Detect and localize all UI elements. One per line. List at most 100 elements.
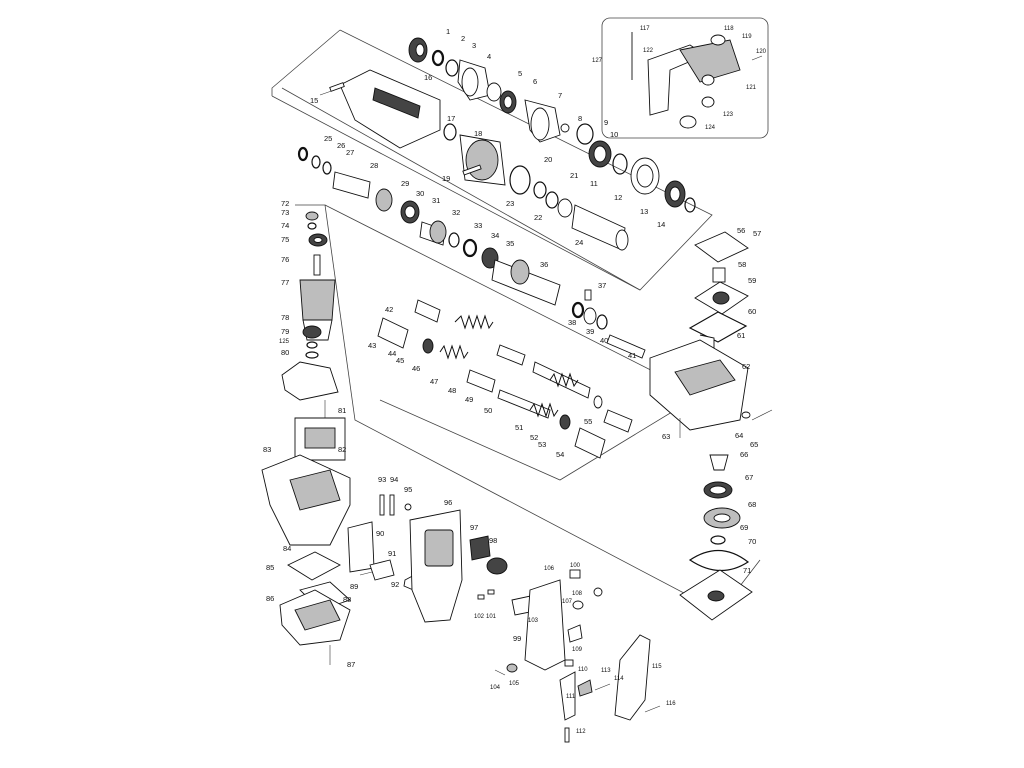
- part-label-75: 75: [281, 235, 289, 244]
- part-label-43: 43: [368, 341, 376, 350]
- part-label-60: 60: [748, 307, 756, 316]
- gear-housing-assembly: [319, 69, 629, 251]
- part-label-50: 50: [484, 406, 492, 415]
- part-label-96: 96: [444, 498, 452, 507]
- part-label-24: 24: [575, 238, 583, 247]
- part-label-103: 103: [528, 618, 539, 624]
- part-label-99: 99: [513, 634, 521, 643]
- part-label-42: 42: [385, 305, 393, 314]
- part-label-94: 94: [390, 475, 398, 484]
- part-label-51: 51: [515, 423, 523, 432]
- part-label-14: 14: [657, 220, 665, 229]
- part-label-56: 56: [737, 226, 745, 235]
- cylinder-assembly: [297, 146, 592, 306]
- motor-assembly: [281, 211, 346, 461]
- part-label-33: 33: [474, 221, 482, 230]
- part-label-76: 76: [281, 255, 289, 264]
- part-label-19: 19: [442, 174, 450, 183]
- part-label-85: 85: [266, 563, 274, 572]
- part-label-124: 124: [705, 125, 716, 131]
- part-label-7: 7: [558, 91, 562, 100]
- part-label-10: 10: [610, 130, 618, 139]
- part-label-27: 27: [346, 148, 354, 157]
- part-label-86: 86: [266, 594, 274, 603]
- part-label-44: 44: [388, 349, 396, 358]
- part-label-52: 52: [530, 433, 538, 442]
- part-label-70: 70: [748, 537, 756, 546]
- part-label-32: 32: [452, 208, 460, 217]
- part-label-71: 71: [743, 566, 751, 575]
- part-label-53: 53: [538, 440, 546, 449]
- part-label-69: 69: [740, 523, 748, 532]
- part-label-1: 1: [446, 27, 450, 36]
- part-label-95: 95: [404, 485, 412, 494]
- part-label-93: 93: [378, 475, 386, 484]
- bearing-stack: [679, 454, 753, 621]
- piston-assembly: [377, 299, 646, 459]
- part-label-65: 65: [750, 440, 758, 449]
- part-label-61: 61: [737, 331, 745, 340]
- part-label-39: 39: [586, 327, 594, 336]
- part-label-57: 57: [753, 229, 761, 238]
- part-label-66: 66: [740, 450, 748, 459]
- part-label-46: 46: [412, 364, 420, 373]
- part-label-68: 68: [748, 500, 756, 509]
- part-label-123: 123: [723, 112, 734, 118]
- part-label-22: 22: [534, 213, 542, 222]
- front-barrel-assembly: [408, 37, 696, 213]
- part-label-23: 23: [506, 199, 514, 208]
- part-label-5: 5: [518, 69, 522, 78]
- part-label-118: 118: [724, 26, 734, 32]
- part-label-91: 91: [388, 549, 396, 558]
- part-label-62: 62: [742, 362, 750, 371]
- part-label-115: 115: [652, 664, 662, 670]
- part-label-26: 26: [337, 141, 345, 150]
- part-label-74: 74: [281, 221, 289, 230]
- part-label-90: 90: [376, 529, 384, 538]
- part-label-112: 112: [576, 729, 586, 735]
- part-label-119: 119: [742, 34, 752, 40]
- part-label-12: 12: [614, 193, 622, 202]
- part-label-105: 105: [509, 681, 520, 687]
- part-label-113: 113: [601, 668, 611, 674]
- part-label-87: 87: [347, 660, 355, 669]
- part-label-40: 40: [600, 336, 608, 345]
- side-handle-assembly: [631, 32, 763, 129]
- part-label-84: 84: [283, 544, 291, 553]
- part-label-63: 63: [662, 432, 670, 441]
- part-label-121: 121: [746, 85, 757, 91]
- part-label-21: 21: [570, 171, 578, 180]
- part-label-11: 11: [590, 179, 598, 188]
- part-label-13: 13: [640, 207, 648, 216]
- part-label-28: 28: [370, 161, 378, 170]
- part-label-17: 17: [447, 114, 455, 123]
- part-label-78: 78: [281, 313, 289, 322]
- part-label-88: 88: [343, 595, 351, 604]
- part-number-labels: 1 2 3 4 5 6 7 8 9 10 11 12 13 14 15 16 1…: [263, 26, 767, 735]
- part-label-31: 31: [432, 196, 440, 205]
- part-label-111: 111: [566, 694, 576, 700]
- part-label-18: 18: [474, 129, 482, 138]
- part-label-49: 49: [465, 395, 473, 404]
- part-label-16: 16: [424, 73, 432, 82]
- part-label-125: 125: [279, 339, 290, 345]
- part-label-109: 109: [572, 647, 583, 653]
- part-label-15: 15: [310, 96, 318, 105]
- part-label-101: 101: [486, 614, 497, 620]
- part-label-127: 127: [592, 58, 603, 64]
- part-label-106: 106: [544, 566, 555, 572]
- part-label-64: 64: [735, 431, 743, 440]
- part-label-2: 2: [461, 34, 465, 43]
- part-label-100: 100: [570, 563, 581, 569]
- part-label-54: 54: [556, 450, 564, 459]
- part-label-67: 67: [745, 473, 753, 482]
- part-label-30: 30: [416, 189, 424, 198]
- part-label-97: 97: [470, 523, 478, 532]
- handle-assembly: [347, 494, 661, 743]
- part-label-104: 104: [490, 685, 501, 691]
- part-label-36: 36: [540, 260, 548, 269]
- part-label-108: 108: [572, 591, 583, 597]
- part-label-58: 58: [738, 260, 746, 269]
- part-label-45: 45: [396, 356, 404, 365]
